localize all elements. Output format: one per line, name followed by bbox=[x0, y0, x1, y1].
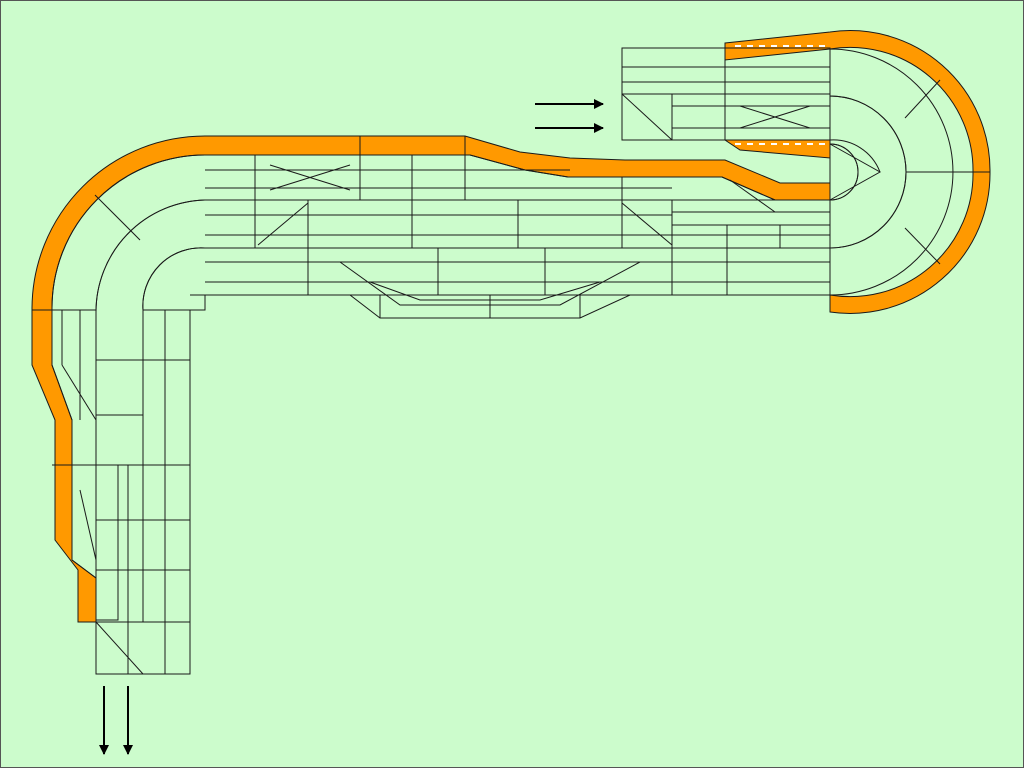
u-turn bbox=[829, 48, 990, 296]
outlet-arrows bbox=[99, 686, 133, 755]
inlet-markings bbox=[735, 45, 828, 145]
segment-lines bbox=[32, 48, 830, 675]
inlet-arrows bbox=[535, 99, 604, 133]
